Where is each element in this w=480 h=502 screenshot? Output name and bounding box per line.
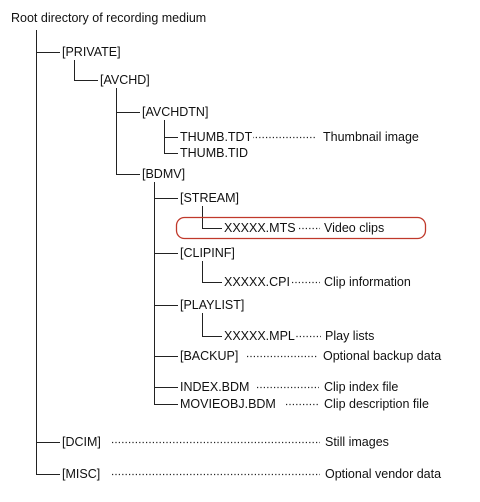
folder-dcim: [DCIM]: [61, 435, 102, 449]
file-thumb-tid: THUMB.TID: [179, 146, 250, 160]
desc-clip-index: Clip index file: [323, 380, 400, 394]
file-index-bdm: INDEX.BDM: [179, 380, 251, 394]
file-mpl: XXXXX.MPL: [223, 329, 296, 343]
folder-private: [PRIVATE]: [61, 45, 122, 59]
file-mts: XXXXX.MTS: [223, 221, 297, 235]
folder-clipinf: [CLIPINF]: [179, 246, 236, 260]
folder-bdmv: [BDMV]: [141, 167, 187, 181]
file-cpi: XXXXX.CPI: [223, 275, 291, 289]
root-label: Root directory of recording medium: [11, 11, 207, 25]
desc-clip-information: Clip information: [323, 275, 412, 289]
folder-avchdtn: [AVCHDTN]: [141, 105, 210, 119]
desc-thumbnail: Thumbnail image: [322, 130, 420, 144]
file-thumb-tdt: THUMB.TDT: [179, 130, 254, 144]
folder-playlist: [PLAYLIST]: [179, 298, 246, 312]
folder-stream: [STREAM]: [179, 191, 241, 205]
desc-video-clips: Video clips: [323, 221, 386, 235]
video-clips-highlight: [175, 216, 427, 240]
desc-optional-backup: Optional backup data: [322, 349, 443, 363]
desc-play-lists: Play lists: [324, 329, 376, 343]
desc-still-images: Still images: [324, 435, 390, 449]
folder-avchd: [AVCHD]: [99, 73, 151, 87]
desc-optional-vendor: Optional vendor data: [324, 467, 443, 481]
file-movieobj-bdm: MOVIEOBJ.BDM: [179, 397, 277, 411]
folder-backup: [BACKUP]: [179, 349, 240, 363]
folder-misc: [MISC]: [61, 467, 102, 481]
desc-clip-description: Clip description file: [323, 397, 430, 411]
